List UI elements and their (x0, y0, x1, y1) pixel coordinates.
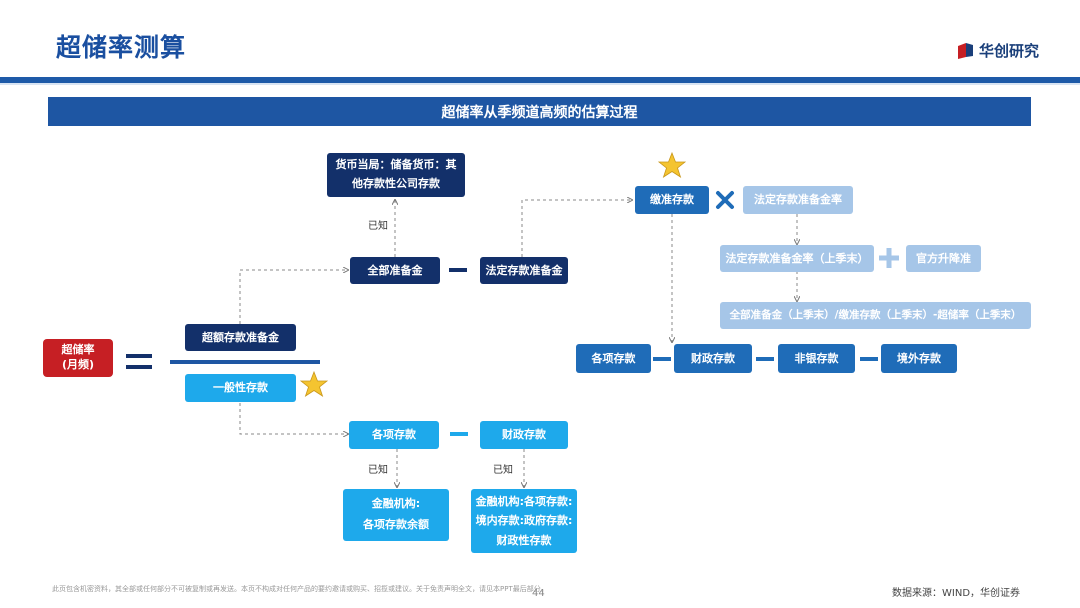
all-deposits-node-right: 各项存款 (576, 344, 651, 373)
logo-mark-icon (956, 42, 974, 60)
excess-reserve-ratio-node: 超储率 (月频) (43, 339, 113, 377)
equals-top (126, 354, 152, 358)
header-rule-light (0, 83, 1080, 85)
known-label: 已知 (368, 465, 388, 476)
general-deposit-node: 一般性存款 (185, 374, 296, 402)
total-reserve-node: 全部准备金 (350, 257, 440, 284)
legal-reserve-node: 法定存款准备金 (480, 257, 568, 284)
brand-logo: 华创研究 (956, 40, 1039, 61)
equals-bottom (126, 365, 152, 369)
reserve-deposit-node: 缴准存款 (635, 186, 709, 214)
known-label: 已知 (368, 221, 388, 232)
all-deposits-node-bottom: 各项存款 (349, 421, 439, 449)
formula-prev-node: 全部准备金（上季末）/缴准存款（上季末）-超储率（上季末） (720, 302, 1031, 329)
minus-right-1 (653, 357, 671, 361)
data-source: 数据来源：WIND，华创证券 (892, 588, 1021, 599)
minus-right-3 (860, 357, 878, 361)
monetary-authority-node: 货币当局：储备货币：其 他存款性公司存款 (327, 153, 465, 197)
section-banner: 超储率从季频道高频的估算过程 (48, 97, 1031, 126)
fin-inst-deposits-node: 金融机构: 各项存款余额 (343, 489, 449, 541)
fiscal-deposits-node-bottom: 财政存款 (480, 421, 568, 449)
page-title: 超储率测算 (56, 33, 187, 62)
page-number: 44 (532, 588, 545, 599)
overseas-deposits-node: 境外存款 (881, 344, 957, 373)
excess-reserve-node: 超额存款准备金 (185, 324, 296, 351)
header-rule (0, 77, 1080, 83)
nonbank-deposits-node: 非银存款 (778, 344, 855, 373)
disclaimer: 此页包含机密资料，其全部或任何部分不可被复制或再发送。本页不构成对任何产品的要约… (52, 585, 548, 593)
star-icon-general-deposit (299, 370, 329, 397)
connector-excess-to-total (239, 270, 348, 324)
minus-deposits-bottom (450, 432, 468, 436)
minus-right-2 (756, 357, 774, 361)
connector-general-to-deposits (239, 403, 348, 434)
connector-legal-to-reserve-deposit (521, 200, 632, 257)
legal-ratio-prev-node: 法定存款准备金率（上季末） (720, 245, 874, 272)
fin-inst-breakdown-node: 金融机构:各项存款: 境内存款:政府存款: 财政性存款 (471, 489, 577, 553)
known-label: 已知 (493, 465, 513, 476)
logo-text: 华创研究 (979, 42, 1040, 60)
official-rrr-node: 官方升降准 (906, 245, 981, 272)
multiply-icon (716, 191, 734, 209)
fiscal-deposits-node-right: 财政存款 (674, 344, 752, 373)
minus-reserve (449, 268, 467, 272)
star-icon-reserve-deposit (657, 151, 687, 178)
plus-icon (879, 248, 899, 268)
legal-ratio-node: 法定存款准备金率 (743, 186, 853, 214)
fraction-bar (170, 360, 320, 364)
